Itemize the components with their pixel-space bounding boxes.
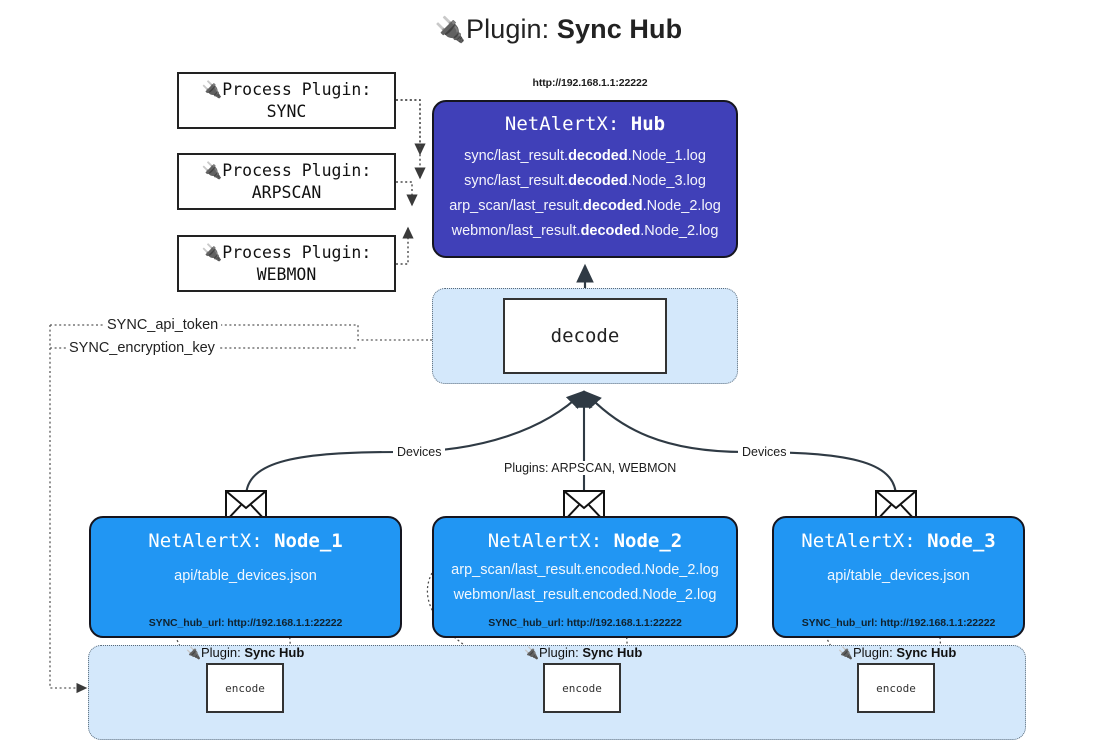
plugin-caption-prefix: Plugin:	[200, 645, 241, 660]
plugin-caption-prefix: Plugin:	[538, 645, 579, 660]
node-lines: arp_scan/last_result.encoded.Node_2.log …	[434, 558, 736, 609]
decode-label: decode	[550, 325, 620, 347]
encode-box-node1[interactable]: encode	[206, 663, 284, 713]
hub-log-line: sync/last_result.decoded.Node_3.log	[442, 169, 728, 194]
process-plugin-label: Process Plugin:	[222, 242, 372, 262]
node-title: NetAlertX: Node_3	[774, 530, 1023, 552]
node-line: arp_scan/last_result.encoded.Node_2.log	[451, 562, 719, 578]
node-title-name: Node_1	[274, 530, 343, 552]
edge-label-plugins-center: Plugins: ARPSCAN, WEBMON	[500, 461, 681, 475]
hub-url-label: http://192.168.1.1:22222	[532, 77, 648, 89]
hub-log-post: .Node_2.log	[642, 197, 721, 214]
node-title-prefix: NetAlertX:	[148, 530, 263, 552]
hub-log-line: sync/last_result.decoded.Node_1.log	[442, 144, 728, 169]
process-plugin-sync[interactable]: 🔌Process Plugin: SYNC	[177, 72, 396, 129]
encode-label: encode	[876, 681, 916, 695]
encode-label: encode	[225, 681, 265, 695]
edge-webmon-to-hub	[396, 226, 414, 265]
hub-title-prefix: NetAlertX:	[504, 113, 620, 135]
hub-log-pre: sync/last_result.	[464, 172, 569, 189]
node-title-prefix: NetAlertX:	[801, 530, 916, 552]
node-title: NetAlertX: Node_1	[91, 530, 400, 552]
hub-log-mid: decoded	[568, 148, 628, 164]
process-plugin-name: ARPSCAN	[251, 182, 322, 202]
hub-log-mid: decoded	[580, 222, 641, 239]
process-plugin-name: WEBMON	[256, 264, 317, 284]
node-title-name: Node_2	[613, 530, 683, 552]
node-footer: SYNC_hub_url: http://192.168.1.1:22222	[148, 617, 343, 629]
plugin-caption-prefix: Plugin:	[852, 645, 893, 660]
node-line: api/table_devices.json	[827, 568, 970, 584]
edge-sync-to-hub-line1	[396, 99, 426, 156]
hub-log-post: .Node_3.log	[627, 172, 706, 189]
decode-box[interactable]: decode	[503, 298, 667, 374]
plug-icon: 🔌	[201, 242, 223, 262]
encode-label: encode	[562, 681, 602, 695]
hub-title-name: Hub	[630, 113, 666, 135]
node-box-node-1[interactable]: NetAlertX: Node_1 api/table_devices.json…	[89, 516, 402, 638]
sync-encryption-key-label: SYNC_encryption_key	[66, 340, 218, 356]
node-footer: SYNC_hub_url: http://192.168.1.1:22222	[488, 617, 682, 629]
edge-label-devices-left: Devices	[393, 445, 446, 459]
plugin-caption-node2: 🔌Plugin: Sync Hub	[524, 645, 642, 660]
process-plugin-webmon[interactable]: 🔌Process Plugin: WEBMON	[177, 235, 396, 292]
process-plugin-arpscan[interactable]: 🔌Process Plugin: ARPSCAN	[177, 153, 396, 210]
node-title-prefix: NetAlertX:	[487, 530, 603, 552]
node-box-node-3[interactable]: NetAlertX: Node_3 api/table_devices.json…	[772, 516, 1025, 638]
plug-icon: 🔌	[201, 79, 223, 99]
plug-icon: 🔌	[201, 160, 223, 180]
plugin-caption-name: Sync Hub	[582, 645, 643, 660]
plugin-caption-node3: 🔌Plugin: Sync Hub	[838, 645, 956, 660]
process-plugin-label: Process Plugin:	[222, 79, 372, 99]
hub-log-pre: sync/last_result.	[464, 148, 569, 164]
hub-log-post: .Node_2.log	[640, 222, 719, 239]
hub-log-lines: sync/last_result.decoded.Node_1.log sync…	[434, 144, 736, 244]
node-box-node-2[interactable]: NetAlertX: Node_2 arp_scan/last_result.e…	[432, 516, 738, 638]
page-title-prefix: Plugin:	[466, 14, 550, 44]
page-title-name: Sync Hub	[556, 14, 683, 44]
hub-log-line: webmon/last_result.decoded.Node_2.log	[442, 219, 728, 244]
hub-log-mid: decoded	[568, 172, 628, 189]
edge-sync-to-hub-line2	[396, 99, 426, 180]
node-lines: api/table_devices.json	[91, 564, 400, 589]
hub-log-line: arp_scan/last_result.decoded.Node_2.log	[442, 194, 728, 219]
hub-log-post: .Node_1.log	[627, 148, 706, 164]
process-plugin-label: Process Plugin:	[222, 160, 372, 180]
hub-title: NetAlertX: Hub	[434, 113, 736, 135]
edge-tokens-to-plugin-region	[49, 325, 88, 694]
node-title-name: Node_3	[927, 530, 996, 552]
node-lines: api/table_devices.json	[774, 564, 1023, 589]
plugin-caption-name: Sync Hub	[896, 645, 957, 660]
plugin-caption-node1: 🔌Plugin: Sync Hub	[186, 645, 304, 660]
edge-arpscan-to-hub	[396, 181, 418, 207]
plug-icon: 🔌	[838, 646, 853, 660]
hub-log-pre: arp_scan/last_result.	[449, 197, 583, 214]
encode-box-node3[interactable]: encode	[857, 663, 935, 713]
node-footer: SYNC_hub_url: http://192.168.1.1:22222	[801, 617, 996, 629]
plug-icon: 🔌	[524, 646, 539, 660]
hub-box[interactable]: NetAlertX: Hub sync/last_result.decoded.…	[432, 100, 738, 258]
plug-icon: 🔌	[186, 646, 201, 660]
plug-icon: 🔌	[434, 16, 467, 44]
hub-log-pre: webmon/last_result.	[451, 222, 581, 239]
page-title: 🔌Plugin: Sync Hub	[0, 14, 1117, 45]
sync-api-token-label: SYNC_api_token	[104, 317, 222, 333]
node-title: NetAlertX: Node_2	[434, 530, 736, 552]
hub-log-mid: decoded	[582, 197, 643, 214]
process-plugin-name: SYNC	[266, 101, 307, 121]
edge-label-devices-right: Devices	[738, 445, 791, 459]
node-line: webmon/last_result.encoded.Node_2.log	[453, 587, 717, 604]
node-line: api/table_devices.json	[174, 568, 317, 584]
encode-box-node2[interactable]: encode	[543, 663, 621, 713]
plugin-caption-name: Sync Hub	[244, 645, 305, 660]
